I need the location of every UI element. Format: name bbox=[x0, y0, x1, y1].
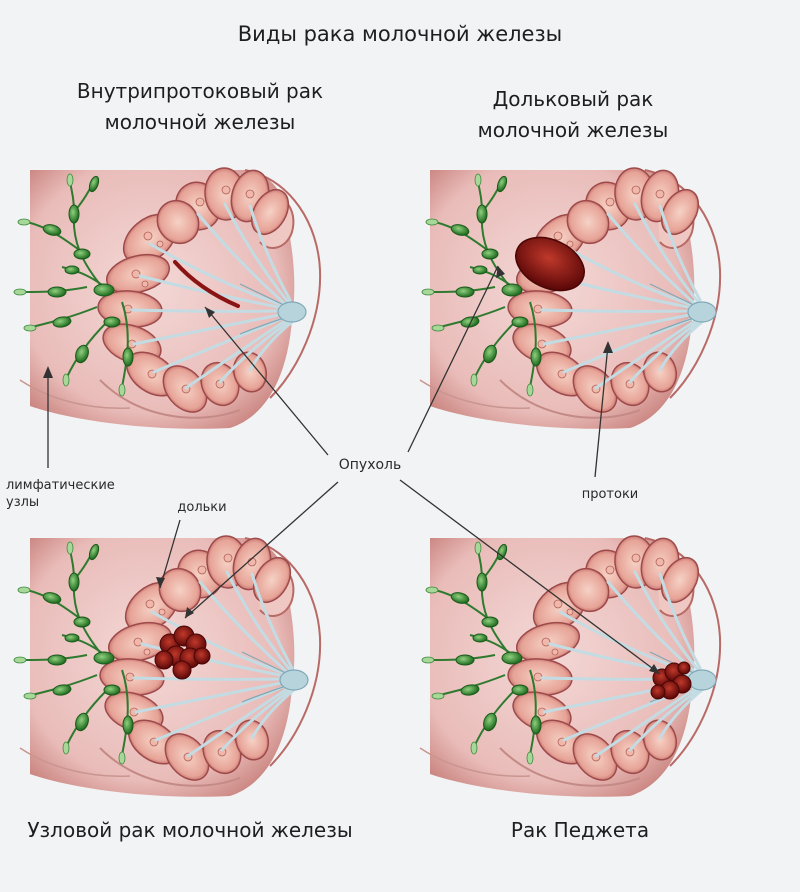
label-lymph-nodes: лимфатические узлы bbox=[6, 478, 115, 510]
pointer-lines bbox=[47, 265, 661, 675]
lobular-tumor bbox=[515, 236, 585, 292]
paget-tumor bbox=[650, 661, 692, 700]
panel-title-nodular: Узловой рак молочной железы bbox=[27, 818, 353, 842]
panel-nodular bbox=[13, 532, 322, 798]
label-ducts: протоки bbox=[581, 487, 639, 502]
label-lobules: дольки bbox=[177, 500, 227, 515]
tumor-pointer-lobular bbox=[407, 265, 499, 453]
lobules-pointer bbox=[159, 519, 181, 589]
arrowheads bbox=[43, 266, 660, 674]
tumor-pointer-paget bbox=[399, 479, 661, 675]
panel-title-lobular: Дольковый рак молочной железы bbox=[477, 87, 669, 142]
label-tumor: Опухоль bbox=[338, 457, 402, 473]
nodular-tumor bbox=[154, 625, 211, 680]
panel-lobular bbox=[419, 164, 722, 430]
tumor-pointer-nodular bbox=[184, 481, 339, 619]
intraductal-tumor bbox=[173, 260, 240, 308]
ducts-pointer bbox=[594, 344, 609, 478]
panel-intraductal bbox=[13, 164, 322, 430]
panel-title-intraductal: Внутрипротоковый рак молочной железы bbox=[76, 79, 324, 134]
page-title: Виды рака молочной железы bbox=[237, 22, 563, 46]
panel-paget bbox=[419, 532, 722, 798]
panel-title-paget: Рак Педжета bbox=[510, 818, 650, 842]
tumor-pointer-intraductal bbox=[204, 306, 329, 456]
